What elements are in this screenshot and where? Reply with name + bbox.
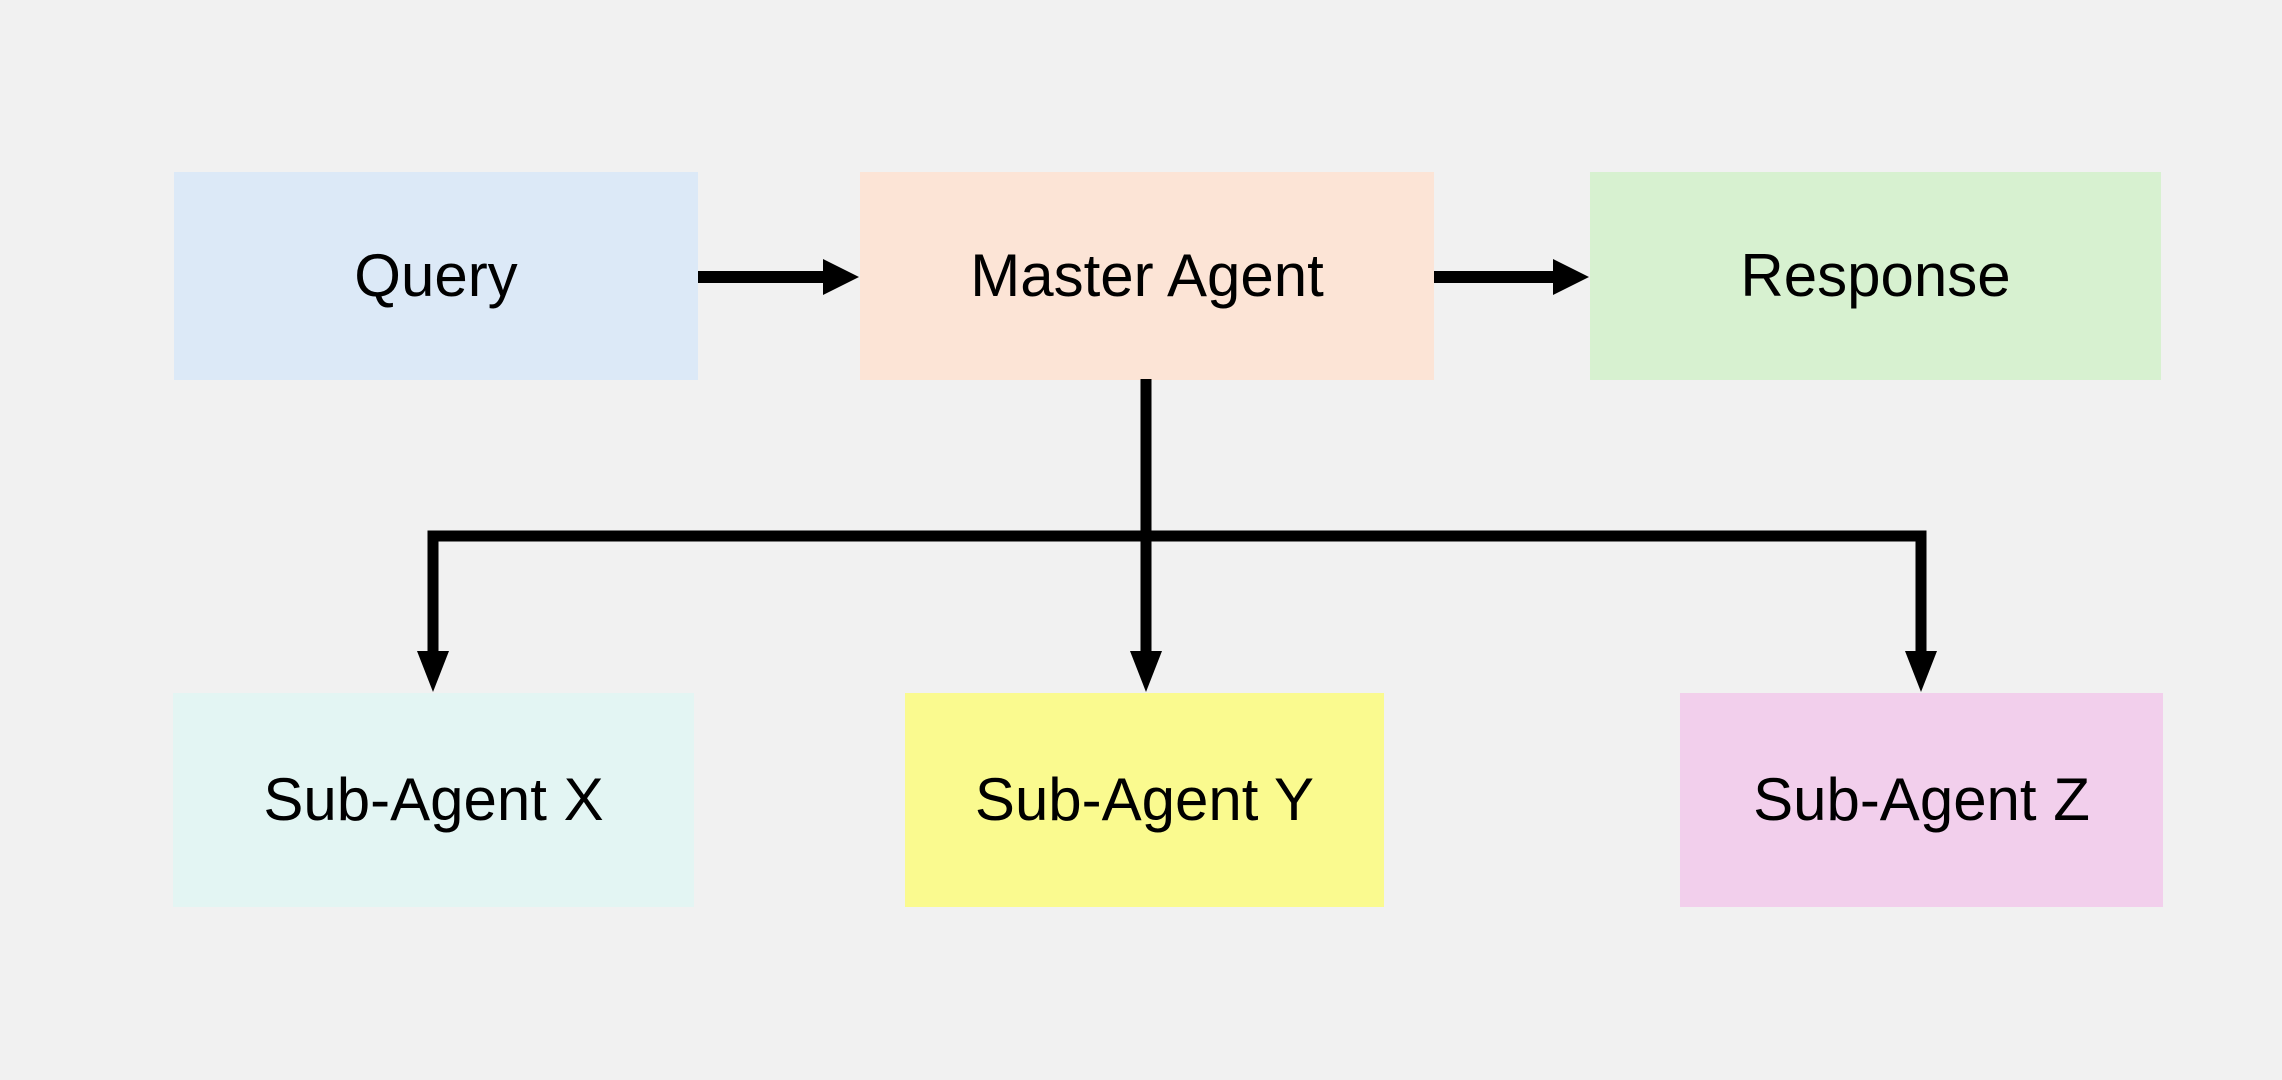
arrow-query-to-master-head bbox=[823, 259, 859, 295]
node-master-agent: Master Agent bbox=[860, 172, 1434, 380]
node-query: Query bbox=[174, 172, 698, 380]
arrow-master-to-response-head bbox=[1553, 259, 1589, 295]
arrow-master-to-sub-x-head bbox=[417, 651, 449, 692]
node-sub-agent-y-label: Sub-Agent Y bbox=[974, 766, 1315, 833]
node-sub-agent-z: Sub-Agent Z bbox=[1680, 693, 2163, 907]
node-response: Response bbox=[1590, 172, 2161, 380]
node-master-agent-label: Master Agent bbox=[970, 242, 1324, 309]
arrow-master-to-sub-z-head bbox=[1905, 651, 1937, 692]
node-query-label: Query bbox=[354, 242, 518, 309]
node-sub-agent-x-label: Sub-Agent X bbox=[263, 766, 604, 833]
node-sub-agent-x: Sub-Agent X bbox=[173, 693, 694, 907]
node-sub-agent-z-label: Sub-Agent Z bbox=[1753, 766, 2090, 833]
node-sub-agent-y: Sub-Agent Y bbox=[905, 693, 1384, 907]
arrow-master-to-sub-y-head bbox=[1130, 651, 1162, 692]
node-response-label: Response bbox=[1740, 242, 2011, 309]
